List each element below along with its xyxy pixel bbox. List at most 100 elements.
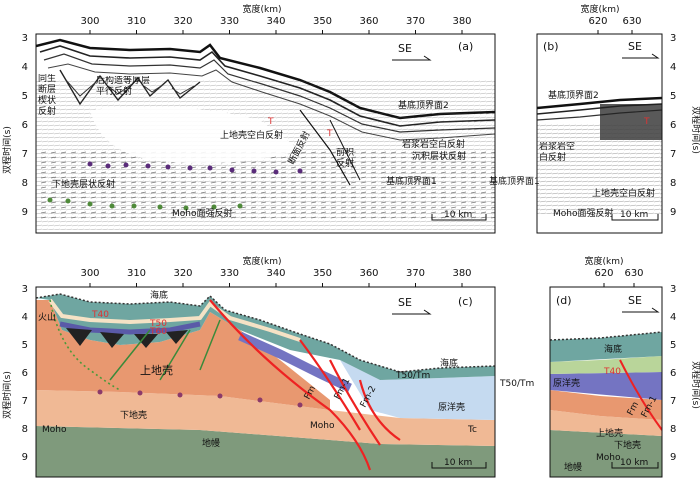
panel-c-upper-crust — [36, 300, 330, 410]
panel-c-scalebar: 10 km — [431, 458, 487, 469]
panel-d-t40-label: T40 — [603, 367, 621, 377]
panel-c-direction-arrow — [392, 309, 432, 315]
panel-c-moho-label: Moho — [42, 425, 67, 435]
svg-text:T: T — [326, 129, 333, 139]
panel-a-upper-crust-label: 上地壳空白反射 — [220, 129, 283, 141]
svg-text:10 km: 10 km — [620, 210, 648, 220]
panel-c-moho2-label: Moho — [310, 421, 335, 431]
panel-c-upper-crust-label: 上地壳 — [140, 363, 173, 377]
panel-a-growth-fault-label: 同生断层楔状反射 — [38, 74, 57, 117]
panel-c-seafloor-line — [36, 293, 495, 373]
panel-c-sediment-upper — [36, 294, 495, 380]
y-tick-label-left-1-7: 7 — [22, 396, 28, 407]
panel-d-seafloor-label: 海底 — [604, 343, 622, 355]
panel-b-upper-crust-label: 上地壳空白反射 — [592, 187, 655, 199]
panel-b-letter: (b) — [543, 40, 559, 53]
panel-a-sediment-label: 沉积层状反射 — [412, 150, 466, 162]
x-tick-label-bottom-300: 300 — [80, 268, 99, 279]
y-axis-title-right-top: 双程时间(s) — [690, 106, 700, 154]
y-tick-label-left-1-4: 4 — [22, 312, 28, 323]
panel-c-t50tm-label: T50/Tm — [395, 371, 430, 381]
y-tick-label-left-0-8: 8 — [22, 178, 28, 189]
panel-a-lower-crust-label: 下地壳层状反射 — [52, 178, 115, 190]
panel-c-volcano-label: 火山 — [38, 312, 56, 323]
x-tick-label-top-350: 350 — [313, 16, 332, 27]
x-tick-label-bottom-370: 370 — [406, 268, 425, 279]
panel-c-t40-label: T40 — [91, 310, 109, 320]
y-axis-title-right-bottom: 双程时间(s) — [690, 361, 700, 409]
panel-a-post-tectonic-label: 后构造等厚层平行反射 — [96, 76, 151, 97]
x-tick-label-bottom-350: 350 — [313, 268, 332, 279]
panel-a-scalebar: 10 km — [431, 210, 487, 221]
panel-a-moho-label: Moho面强反射 — [172, 207, 232, 219]
panel-b-frame — [536, 33, 663, 234]
y-tick-label-left-1-5: 5 — [22, 340, 28, 351]
x-tick-label-bottom-320: 320 — [173, 268, 192, 279]
x-tick-label-top-320: 320 — [173, 16, 192, 27]
y-tick-label-left-0-3: 3 — [22, 33, 28, 44]
y-tick-label-right-0-5: 5 — [670, 91, 676, 102]
svg-text:T: T — [643, 117, 650, 127]
y-tick-label-right-1-8: 8 — [670, 424, 676, 435]
x-axis-title-top: 宽度(km) — [242, 3, 281, 15]
y-tick-label-right-0-4: 4 — [670, 62, 676, 73]
panel-a-frame — [35, 33, 496, 234]
x-tick-label-top-360: 360 — [359, 16, 378, 27]
panel-d-scalebar: 10 km — [611, 458, 659, 469]
y-tick-label-left-0-9: 9 — [22, 207, 28, 218]
panel-c-faults — [209, 299, 401, 471]
panel-d-letter: (d) — [556, 294, 572, 307]
panel-a-magmatic-label: 岩浆岩空白反射 — [402, 138, 465, 150]
svg-text:10 km: 10 km — [620, 458, 648, 468]
x-tick-label-bottom-380: 380 — [452, 268, 471, 279]
panel-c-letter: (c) — [458, 295, 473, 308]
panel-d-direction: SE — [628, 294, 642, 307]
panel-a: T T (a) SE 同生断层楔状反射 后构造等厚层平行反射 基底顶界面2 上地… — [35, 33, 496, 234]
panel-c-tc-label: Tc — [467, 425, 477, 435]
x-tick-label-bottom-360: 360 — [359, 268, 378, 279]
panel-b-direction-arrow — [622, 53, 660, 59]
panel-a-prograde-label: 前积反射 — [336, 148, 355, 169]
panel-b-direction: SE — [628, 40, 642, 53]
y-tick-label-left-0-4: 4 — [22, 62, 28, 73]
panel-c-t60-label: T60 — [149, 327, 167, 337]
panel-c-mantle-label: 地幔 — [202, 437, 220, 449]
side-x-tick-label-top-630: 630 — [622, 16, 641, 27]
side-x-tick-label-top-620: 620 — [588, 16, 607, 27]
panel-c-seafloor2-label: 海底 — [440, 357, 458, 369]
panel-c-mantle — [36, 426, 495, 477]
y-tick-label-right-0-8: 8 — [670, 178, 676, 189]
panel-d-oceanic-label: 原洋壳 — [553, 377, 580, 389]
panel-a-basement1-label: 基底顶界面1 — [386, 175, 437, 187]
side-x-tick-label-bottom-630: 630 — [624, 268, 643, 279]
panel-c-frame — [35, 286, 496, 478]
x-tick-label-top-330: 330 — [220, 16, 239, 27]
panel-d-lower-crust-label: 下地壳 — [614, 439, 641, 451]
y-tick-label-left-0-5: 5 — [22, 91, 28, 102]
y-tick-label-right-1-7: 7 — [670, 396, 676, 407]
y-tick-label-right-0-6: 6 — [670, 120, 676, 131]
panel-c-seafloor-label: 海底 — [150, 289, 168, 301]
y-tick-label-left-1-3: 3 — [22, 284, 28, 295]
panel-b-magmatic-label: 岩浆岩空白反射 — [539, 142, 576, 163]
y-tick-label-right-1-9: 9 — [670, 452, 676, 463]
x-tick-label-top-300: 300 — [80, 16, 99, 27]
side-x-tick-label-bottom-620: 620 — [594, 268, 613, 279]
panel-d-t50tm-label: T50/Tm — [499, 379, 534, 389]
svg-text:T: T — [267, 117, 274, 127]
panel-d: (d) SE 海底 T40 T50/Tm 原洋壳 上地壳 下地壳 Moho 地幔… — [499, 286, 663, 478]
y-tick-label-right-0-7: 7 — [670, 149, 676, 160]
panel-a-direction-arrow — [392, 55, 432, 61]
y-tick-label-left-0-6: 6 — [22, 120, 28, 131]
y-tick-label-right-1-5: 5 — [670, 340, 676, 351]
y-axis-title-bottom: 双程时间(s) — [1, 371, 13, 419]
panel-d-moho-label: Moho — [596, 453, 621, 463]
y-tick-label-right-0-9: 9 — [670, 207, 676, 218]
x-tick-label-bottom-330: 330 — [220, 268, 239, 279]
panel-c-dotted-boundary — [49, 299, 121, 391]
x-tick-label-top-340: 340 — [266, 16, 285, 27]
x-axis-title-bottom: 宽度(km) — [242, 255, 281, 267]
y-tick-label-left-1-9: 9 — [22, 452, 28, 463]
panel-c-oceanic-label: 原洋壳 — [438, 401, 465, 413]
